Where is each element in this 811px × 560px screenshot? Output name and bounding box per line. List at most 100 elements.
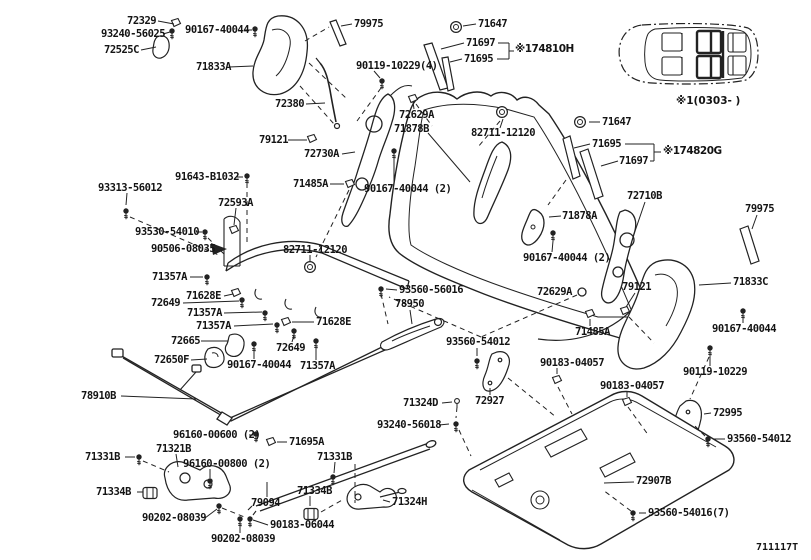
part-label-90506-08035: 90506-08035	[151, 243, 216, 255]
strap-72927	[482, 351, 510, 392]
part-label-71485A-left: 71485A	[293, 178, 328, 190]
part-label-72593A: 72593A	[218, 197, 253, 209]
part-label-93560-54012-right: 93560-54012	[727, 433, 792, 445]
arrow-marker-90506	[211, 243, 227, 255]
part-label-90202-08039-2: 90202-08039	[211, 533, 276, 545]
part-label-71334B-right: 71334B	[297, 485, 332, 497]
part-label-90167-40044-right: 90167-40044	[712, 323, 777, 335]
part-label-72730A: 72730A	[304, 148, 339, 160]
part-label-72649-1: 72649	[151, 297, 181, 309]
part-label-71647-right: 71647	[602, 116, 632, 128]
part-label-72665: 72665	[171, 335, 201, 347]
part-label-79121-left: 79121	[259, 134, 289, 146]
part-label-72650F: 72650F	[154, 354, 189, 366]
assembly-dashed-lines	[129, 26, 710, 519]
part-label-71628E-2: 71628E	[316, 316, 351, 328]
part-label-71878B: 71878B	[394, 123, 429, 135]
part-label-82711-12120-right: 82711-12120	[471, 127, 536, 139]
part-label-71485A-right: 71485A	[575, 326, 610, 338]
part-label-90202-08039-1: 90202-08039	[142, 512, 207, 524]
part-label-90167-40044-2-center: 90167-40044 (2)	[364, 183, 452, 195]
belt-strips-right-71695-71697	[562, 135, 604, 200]
part-label-71695-right: 71695	[592, 138, 622, 150]
cover-72525C	[152, 35, 170, 59]
part-label-93560-56016: 93560-56016	[399, 284, 464, 296]
support-rod-72380	[315, 57, 341, 130]
torsion-rod-79094	[247, 440, 437, 516]
fasteners	[122, 17, 747, 528]
part-label-ref-174810H: ※174810H	[515, 43, 574, 55]
part-label-72710B: 72710B	[627, 190, 662, 202]
part-label-ref-174820G: ※174820G	[663, 145, 722, 157]
part-label-93530-54010: 93530-54010	[135, 226, 200, 238]
headrest-side-cover-71833A	[252, 15, 309, 96]
trim-strip-79975-top	[329, 19, 347, 47]
part-label-93240-56025: 93240-56025	[101, 28, 166, 40]
part-label-71357A-3: 71357A	[196, 320, 231, 332]
belt-guide-strips-left-71697-71695	[423, 42, 455, 92]
part-label-71833C: 71833C	[733, 276, 768, 288]
part-label-90167-40044-top: 90167-40044	[185, 24, 250, 36]
part-label-79094: 79094	[251, 497, 281, 509]
part-label-71628E-1: 71628E	[186, 290, 221, 302]
part-label-71324D: 71324D	[403, 397, 438, 409]
part-label-71331B-right: 71331B	[317, 451, 352, 463]
part-label-71334B-left: 71334B	[96, 486, 131, 498]
part-label-90167-40044-lower: 90167-40044	[227, 359, 292, 371]
part-label-91643-B1032: 91643-B1032	[175, 171, 240, 183]
part-label-72629A-right: 72629A	[537, 286, 572, 298]
part-label-90119-10229-right: 90119-10229	[683, 366, 748, 378]
part-label-93560-54016-7: 93560-54016(7)	[648, 507, 730, 519]
belt-guide-71878B	[473, 141, 512, 225]
part-label-90119-10229-4: 90119-10229(4)	[356, 60, 438, 72]
part-label-82711-12120-left: 82711-12120	[283, 244, 348, 256]
part-label-71357A-4: 71357A	[300, 360, 335, 372]
part-label-71833A: 71833A	[196, 61, 231, 73]
part-label-90183-04057-1: 90183-04057	[540, 357, 605, 369]
part-label-71695-left: 71695	[464, 53, 494, 65]
part-label-72907B: 72907B	[636, 475, 671, 487]
part-label-71878A: 71878A	[562, 210, 597, 222]
part-label-71697-right: 71697	[619, 155, 649, 167]
part-label-71647-top: 71647	[478, 18, 508, 30]
part-label-96160-00800-2: 96160-00800 (2)	[183, 458, 271, 470]
part-label-90183-04057-2: 90183-04057	[600, 380, 665, 392]
part-label-93313-56012: 93313-56012	[98, 182, 163, 194]
side-cover-71833C	[617, 259, 696, 370]
bracket-72665	[224, 333, 245, 358]
part-label-90167-40044-2-right: 90167-40044 (2)	[523, 252, 611, 264]
seat-back-board-72907B	[463, 390, 735, 550]
part-label-72995: 72995	[713, 407, 743, 419]
part-label-93240-56018: 93240-56018	[377, 419, 442, 431]
part-label-79975-right: 79975	[745, 203, 775, 215]
part-label-72329: 72329	[127, 15, 157, 27]
car-variant-caption: ※1(0303- )	[676, 95, 741, 107]
bracket-72650F	[204, 346, 225, 369]
recliner-rail-72730A	[341, 85, 413, 228]
diagram-id: 711117T	[756, 542, 799, 553]
part-label-90183-06044: 90183-06044	[270, 519, 335, 531]
highlighted-rear-seat	[695, 29, 725, 80]
part-label-71331B-left: 71331B	[85, 451, 120, 463]
part-label-71697-left: 71697	[466, 37, 496, 49]
part-label-79975-top: 79975	[354, 18, 384, 30]
part-label-93560-54012-center: 93560-54012	[446, 336, 511, 348]
part-label-79121-right: 79121	[622, 281, 652, 293]
belt-guide-71878A	[521, 208, 545, 246]
part-label-71321B: 71321B	[156, 443, 191, 455]
part-label-71357A-2: 71357A	[187, 307, 222, 319]
part-label-72629A-top: 72629A	[399, 109, 434, 121]
wire-harness-78910B	[111, 346, 386, 426]
cushion-frame	[223, 215, 410, 318]
hinge-bracket-71324H	[346, 483, 407, 510]
part-label-78950: 78950	[395, 298, 425, 310]
part-label-96160-00600-2: 96160-00600 (2)	[173, 429, 261, 441]
part-label-72649-2: 72649	[276, 342, 306, 354]
leader-lines	[120, 20, 758, 533]
car-overview-icon	[618, 22, 759, 85]
part-label-72525C: 72525C	[104, 44, 139, 56]
part-label-72927: 72927	[475, 395, 505, 407]
handle-78950	[379, 317, 445, 351]
